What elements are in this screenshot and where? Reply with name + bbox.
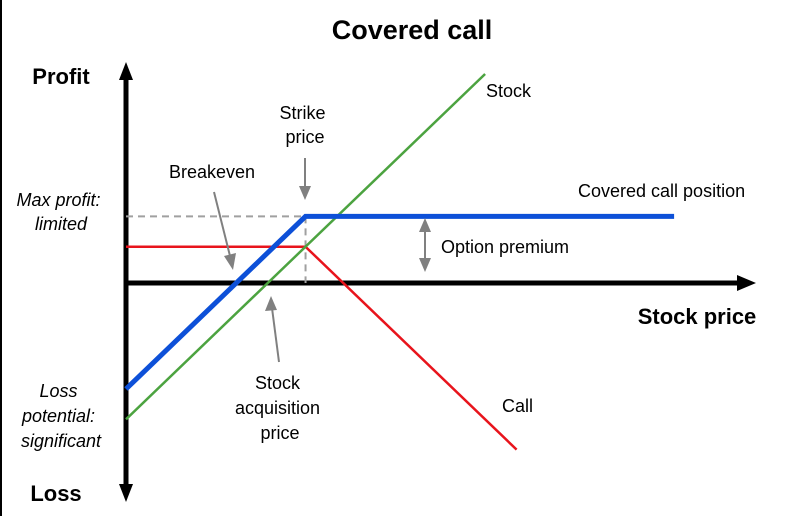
annotation-acquisition-line1: Stock (255, 373, 301, 393)
annotation-max-profit-line2: limited (35, 214, 88, 234)
x-axis-label: Stock price (638, 304, 757, 329)
strike-arrowhead (299, 186, 311, 200)
chart-title: Covered call (332, 15, 493, 45)
annotation-acquisition-price: Stock acquisition price (235, 373, 325, 443)
annotation-max-profit: Max profit: limited (16, 190, 105, 234)
series-label-covered-call: Covered call position (578, 181, 745, 201)
breakeven-arrowhead (224, 253, 236, 270)
annotation-max-profit-line1: Max profit: (16, 190, 100, 210)
acquisition-arrowhead (265, 296, 277, 311)
annotation-strike-line1: Strike (279, 103, 325, 123)
annotation-acquisition-line2: acquisition (235, 398, 320, 418)
y-label-profit: Profit (32, 64, 90, 89)
annotation-option-premium: Option premium (441, 237, 569, 257)
breakeven-arrow (213, 191, 231, 257)
annotation-loss-line1: Loss (39, 381, 77, 401)
annotation-loss-potential: Loss potential: significant (21, 381, 102, 451)
premium-arrowhead-down (419, 258, 431, 272)
y-axis-down-arrowhead (119, 484, 133, 502)
x-axis-arrowhead (737, 275, 756, 291)
annotation-strike-price: Strike price (279, 103, 330, 147)
annotation-strike-line2: price (285, 127, 324, 147)
annotation-loss-line2: potential: (21, 406, 95, 426)
acquisition-arrow (271, 307, 280, 363)
series-label-call: Call (502, 396, 533, 416)
series-stock-line (125, 73, 486, 421)
y-axis-up-arrowhead (119, 62, 133, 80)
premium-arrowhead-up (419, 218, 431, 232)
annotation-acquisition-line3: price (260, 423, 299, 443)
series-call-line (126, 245, 518, 451)
annotation-breakeven: Breakeven (169, 162, 255, 182)
series-covered-call-line (124, 213, 675, 391)
series-label-stock: Stock (486, 81, 532, 101)
y-label-loss: Loss (30, 481, 81, 506)
annotation-loss-line3: significant (21, 431, 102, 451)
